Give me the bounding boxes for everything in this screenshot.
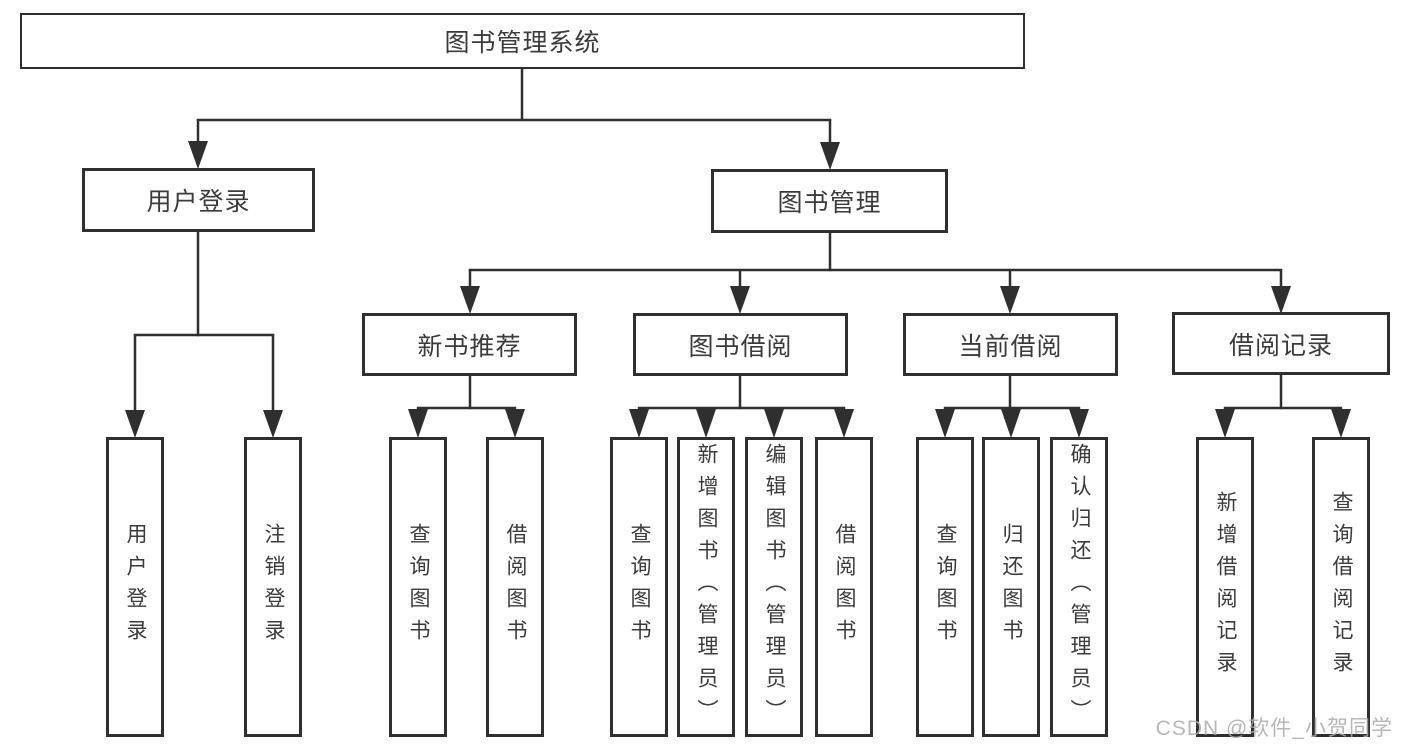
csdn-watermark: CSDN @软件_小贺同学 <box>1155 717 1393 740</box>
leaf-query-borrow-record: 查询借阅记录 <box>1312 437 1370 737</box>
node-label: 图书管理 <box>777 189 882 217</box>
node-book-borrowing: 图书借阅 <box>633 313 848 376</box>
node-label: 新增图书（管理员） <box>695 443 719 731</box>
node-label: 借阅记录 <box>1228 331 1333 360</box>
leaf-borrow-books: 借阅图书 <box>815 437 873 737</box>
leaf-confirm-return-admin: 确认归还（管理员） <box>1050 437 1108 737</box>
leaf-user-login: 用户登录 <box>106 437 164 737</box>
leaf-add-borrow-record: 新增借阅记录 <box>1196 437 1254 737</box>
leaf-borrow-books-rec: 借阅图书 <box>486 437 544 737</box>
node-label: 用户登录 <box>146 188 251 216</box>
node-label: 归还图书 <box>1000 523 1024 651</box>
node-label: 新增借阅记录 <box>1214 491 1238 683</box>
node-label: 借阅图书 <box>833 523 857 651</box>
node-user-login: 用户登录 <box>82 168 315 232</box>
node-current-borrowing: 当前借阅 <box>903 313 1118 376</box>
node-label: 当前借阅 <box>958 332 1063 361</box>
node-book-management: 图书管理 <box>711 169 948 233</box>
node-label: 确认归还（管理员） <box>1068 443 1092 731</box>
node-label: 查询借阅记录 <box>1330 491 1354 683</box>
node-label: 编辑图书（管理员） <box>763 443 787 731</box>
leaf-add-books-admin: 新增图书（管理员） <box>677 437 735 737</box>
arrowheads <box>125 141 1351 438</box>
node-label: 借阅图书 <box>504 523 528 651</box>
leaf-return-books: 归还图书 <box>982 437 1040 737</box>
leaf-query-books-current: 查询图书 <box>916 437 974 737</box>
node-label: 用户登录 <box>124 523 148 651</box>
node-label: 图书管理系统 <box>444 29 601 57</box>
node-label: 图书借阅 <box>688 332 793 361</box>
connector-strokes <box>133 68 1343 412</box>
node-label: 查询图书 <box>628 523 652 651</box>
node-label: 查询图书 <box>934 523 958 651</box>
node-library-management-system: 图书管理系统 <box>20 13 1025 69</box>
leaf-edit-books-admin: 编辑图书（管理员） <box>745 437 803 737</box>
leaf-logout: 注销登录 <box>244 437 302 737</box>
leaf-query-books-rec: 查询图书 <box>389 437 447 737</box>
node-new-book-recommendation: 新书推荐 <box>362 313 577 376</box>
node-label: 注销登录 <box>262 523 286 651</box>
node-label: 新书推荐 <box>417 332 522 361</box>
node-borrowing-records: 借阅记录 <box>1172 312 1390 375</box>
node-label: 查询图书 <box>407 523 431 651</box>
leaf-query-books-borrow: 查询图书 <box>610 437 668 737</box>
